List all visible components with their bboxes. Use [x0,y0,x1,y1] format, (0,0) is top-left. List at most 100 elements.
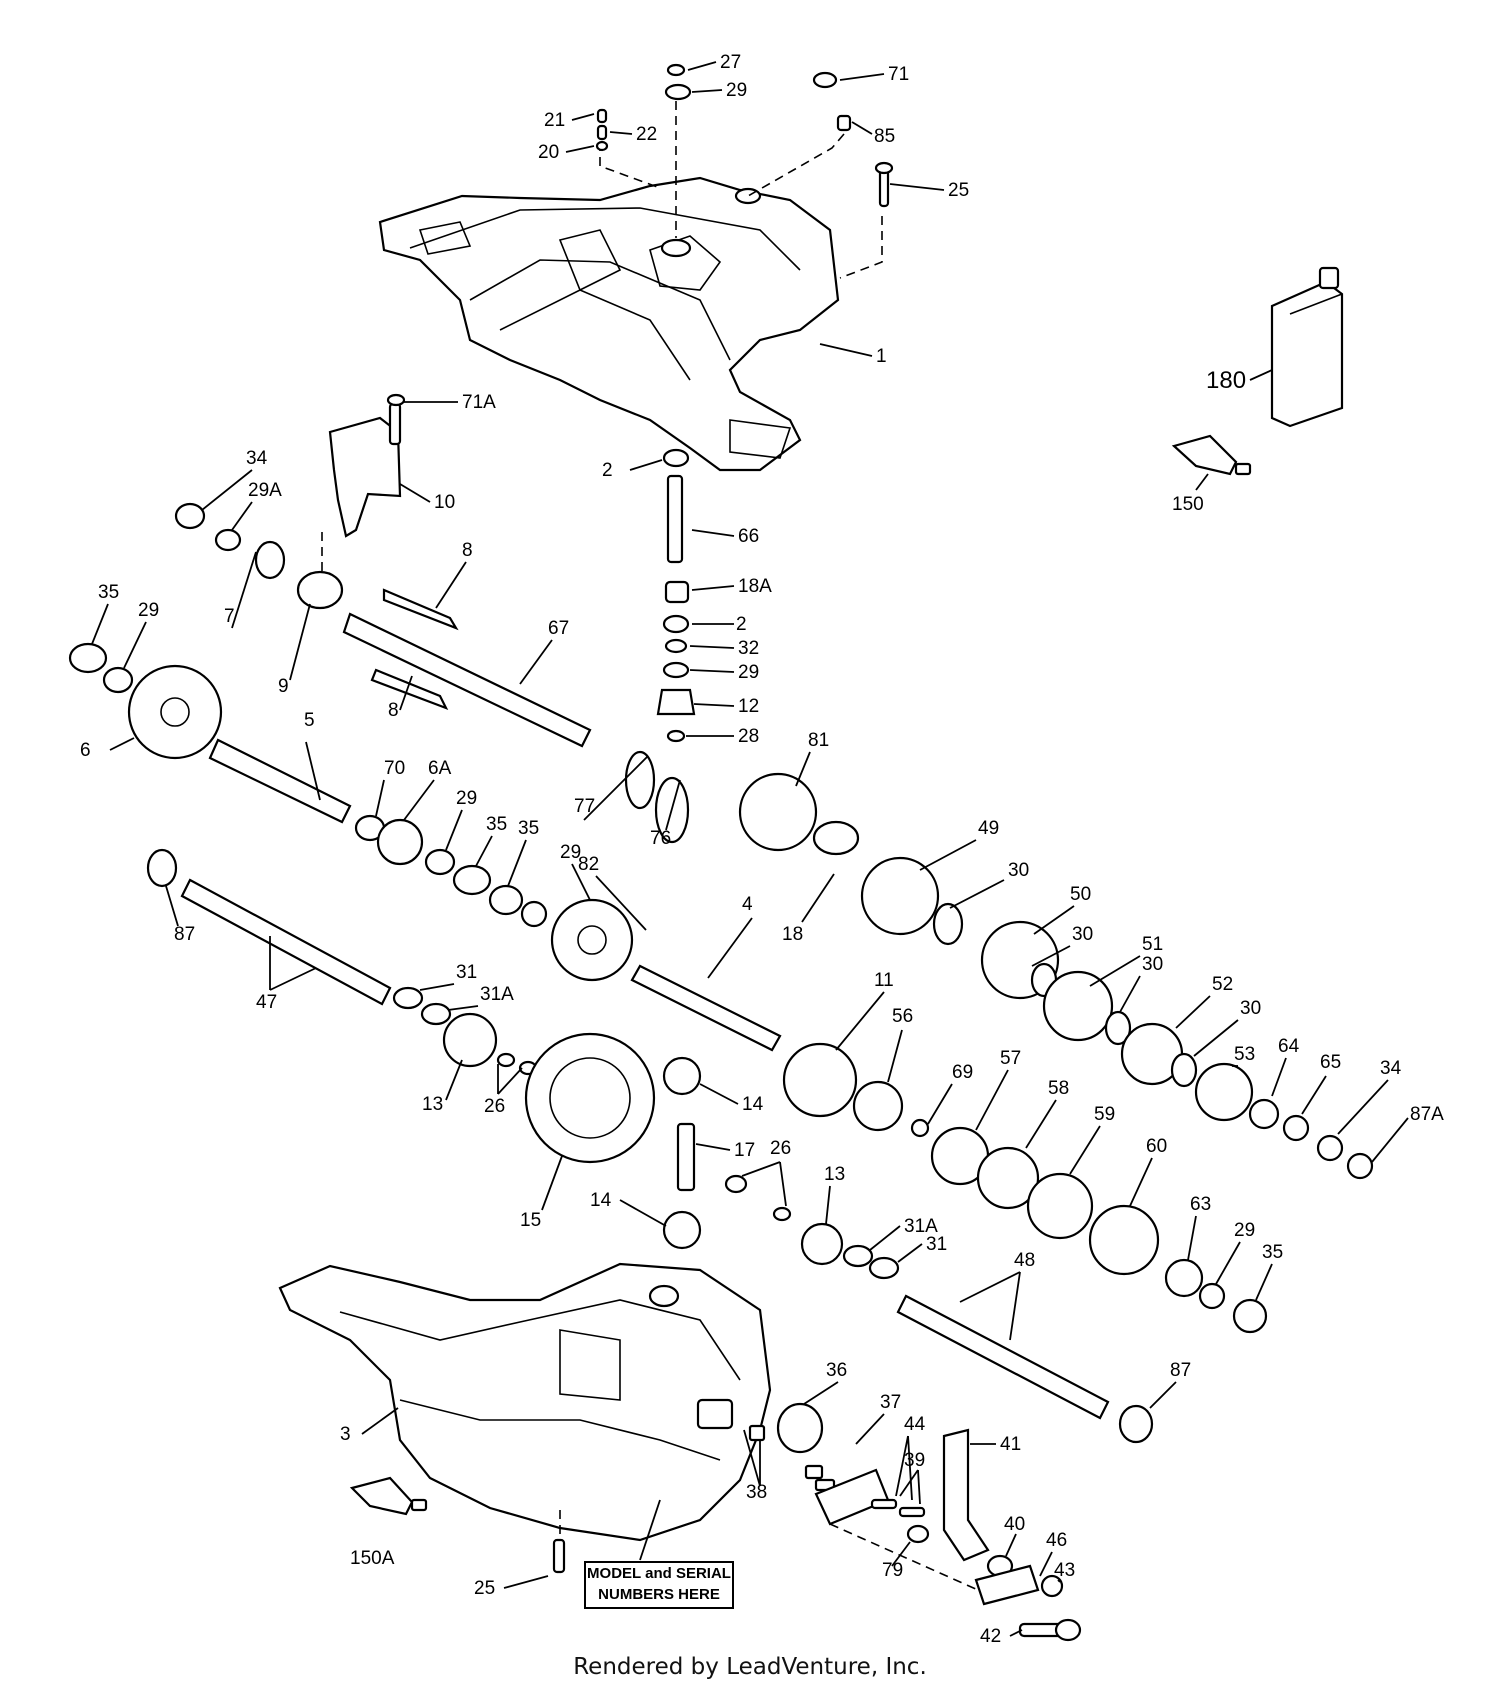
oil-bottle [1270,266,1344,428]
callout-label: 87A [1410,1104,1444,1125]
callout-label: 13 [824,1164,845,1185]
callout-label: 2 [736,614,747,635]
callout-label: 17 [734,1140,755,1161]
callout-label: 18 [782,924,803,945]
model-serial-label-box: MODEL and SERIAL NUMBERS HERE [584,1561,734,1609]
callout-label: 31A [480,984,514,1005]
callout-label: 69 [952,1062,973,1083]
callout-label: 8 [388,700,399,721]
callout-label: 26 [484,1096,505,1117]
callout-label: 15 [520,1210,541,1231]
callout-label: 35 [486,814,507,835]
callout-label: 60 [1146,1136,1167,1157]
callout-label: 180 [1206,367,1246,394]
callout-label: 11 [874,970,894,991]
callout-label: 34 [246,448,268,469]
callout-label: 63 [1190,1194,1211,1215]
callout-label: 30 [1240,998,1261,1019]
callout-label: 70 [384,758,405,779]
callout-label: 26 [770,1138,791,1159]
callout-label: 71 [888,64,909,85]
lower-housing [278,1262,772,1542]
callout-label: 150 [1172,494,1204,515]
callout-label: 51 [1142,934,1163,955]
callout-label: 29 [738,662,759,683]
callout-label: 52 [1212,974,1233,995]
callout-labels: 27 29 71 21 22 85 20 25 1 180 71A 150 2 … [80,52,1444,1647]
callout-label: 47 [256,992,277,1013]
callout-label: 29 [560,842,581,863]
callout-label: 34 [1380,1058,1402,1079]
callout-label: 12 [738,696,759,717]
callout-label: 10 [434,492,455,513]
callout-label: 71A [462,392,496,413]
callout-label: 29 [456,788,477,809]
callout-label: 40 [1004,1514,1025,1535]
callout-label: 29A [248,480,282,501]
callout-label: 22 [636,124,657,145]
callout-label: 3 [340,1424,351,1445]
callout-label: 150A [350,1548,395,1569]
callout-label: 53 [1234,1044,1255,1065]
callout-label: 39 [904,1450,925,1471]
callout-label: 13 [422,1094,443,1115]
callout-label: 30 [1008,860,1029,881]
label-line: NUMBERS HERE [598,1586,720,1603]
callout-label: 64 [1278,1036,1300,1057]
callout-label: 37 [880,1392,901,1413]
callout-label: 4 [742,894,753,915]
callout-label: 81 [808,730,829,751]
callout-label: 31A [904,1216,938,1237]
callout-label: 29 [138,600,159,621]
callout-label: 18A [738,576,772,597]
callout-label: 35 [518,818,539,839]
leader-lines [91,61,1409,1637]
callout-label: 66 [738,526,759,547]
callout-label: 30 [1072,924,1093,945]
callout-label: 31 [456,962,477,983]
callout-label: 7 [224,606,235,627]
callout-label: 21 [544,110,565,131]
callout-label: 29 [1234,1220,1255,1241]
callout-label: 5 [304,710,315,731]
callout-label: 59 [1094,1104,1115,1125]
callout-label: 49 [978,818,999,839]
callout-label: 8 [462,540,473,561]
callout-label: 65 [1320,1052,1341,1073]
callout-label: 30 [1142,954,1163,975]
callout-label: 14 [742,1094,764,1115]
callout-label: 67 [548,618,569,639]
callout-label: 50 [1070,884,1091,905]
callout-label: 1 [876,346,887,367]
callout-label: 25 [948,180,969,201]
callout-label: 41 [1000,1434,1021,1455]
callout-label: 43 [1054,1560,1075,1581]
callout-label: 14 [590,1190,612,1211]
callout-label: 6A [428,758,452,779]
callout-label: 9 [278,676,289,697]
callout-label: 87 [1170,1360,1191,1381]
callout-label: 32 [738,638,759,659]
callout-label: 36 [826,1360,847,1381]
callout-label: 35 [98,582,119,603]
upper-housing [378,176,840,472]
callout-label: 77 [574,796,595,817]
callout-label: 20 [538,142,559,163]
callout-label: 6 [80,740,91,761]
callout-label: 44 [904,1414,926,1435]
callout-label: 56 [892,1006,913,1027]
callout-label: 42 [980,1626,1001,1647]
callout-label: 76 [650,828,671,849]
callout-label: 27 [720,52,741,73]
callout-label: 58 [1048,1078,1069,1099]
callout-label: 28 [738,726,759,747]
callout-label: 25 [474,1578,495,1599]
callout-label: 85 [874,126,895,147]
callout-label: 38 [746,1482,767,1503]
callout-label: 35 [1262,1242,1283,1263]
callout-label: 2 [602,460,613,481]
footer-credit: Rendered by LeadVenture, Inc. [573,1654,927,1680]
callout-label: 57 [1000,1048,1021,1069]
label-line: MODEL and SERIAL [587,1565,731,1582]
callout-label: 87 [174,924,195,945]
